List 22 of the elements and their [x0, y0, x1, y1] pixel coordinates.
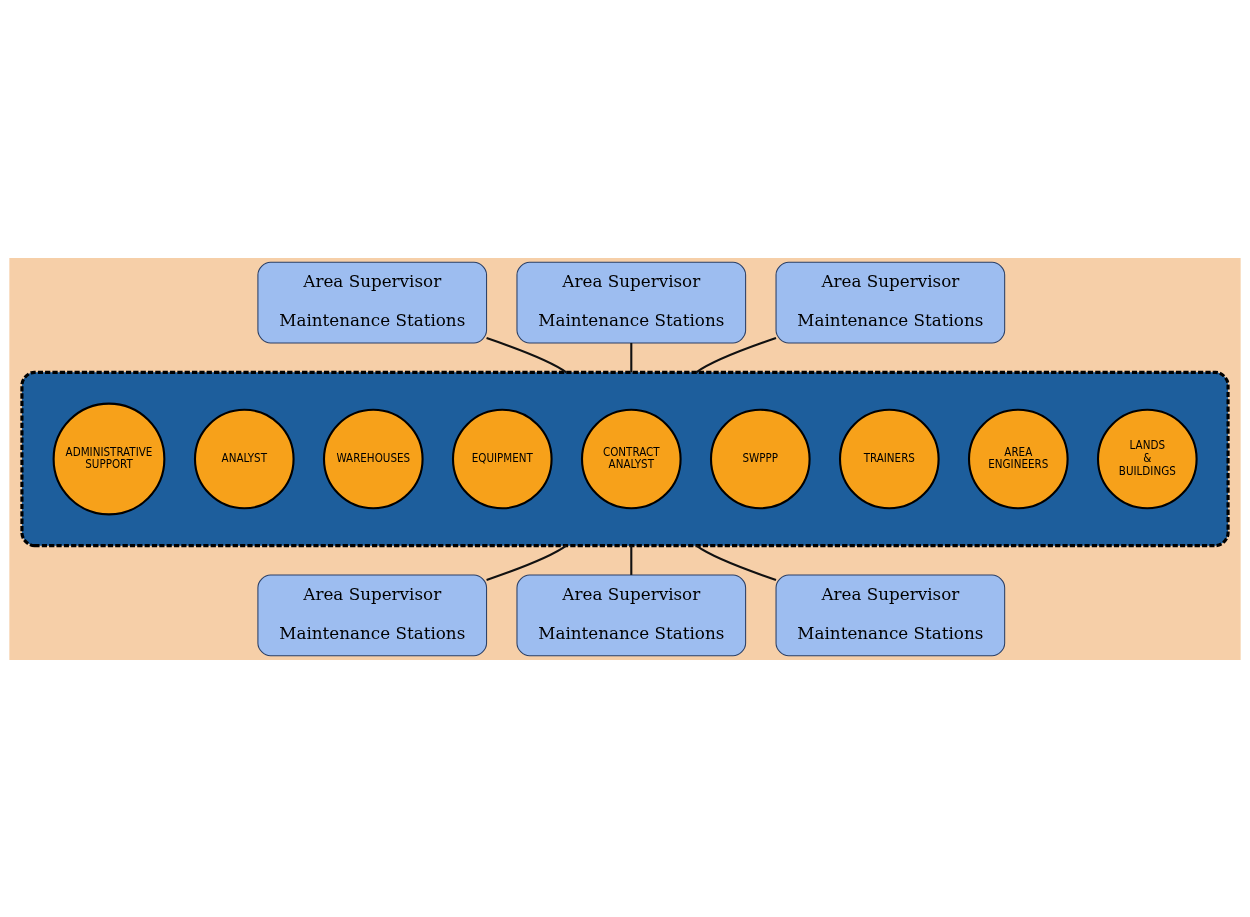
node-circle: SWPPP: [709, 408, 811, 509]
node-circle: AREA ENGINEERS: [967, 408, 1069, 509]
node-box: Area Supervisor Maintenance Stations: [775, 574, 1006, 656]
node-circle: EQUIPMENT: [451, 408, 553, 509]
connector: [486, 544, 567, 581]
connector: [630, 545, 633, 575]
node-box: Area Supervisor Maintenance Stations: [516, 574, 747, 656]
node-box: Area Supervisor Maintenance Stations: [257, 261, 488, 343]
connector: [695, 336, 777, 373]
node-box: Area Supervisor Maintenance Stations: [516, 261, 747, 343]
node-circle: CONTRACT ANALYST: [580, 408, 682, 509]
node-circle: ADMINISTRATIVE SUPPORT: [52, 402, 166, 515]
node-circle: TRAINERS: [838, 408, 940, 509]
node-box: Area Supervisor Maintenance Stations: [775, 261, 1006, 343]
connector: [486, 336, 567, 373]
connector: [695, 544, 777, 581]
node-box: Area Supervisor Maintenance Stations: [257, 574, 488, 656]
connector: [630, 342, 633, 372]
node-circle: ANALYST: [193, 408, 295, 509]
cluster: [20, 370, 1230, 547]
node-circle: WAREHOUSES: [322, 408, 424, 509]
node-circle: LANDS & BUILDINGS: [1096, 408, 1198, 509]
